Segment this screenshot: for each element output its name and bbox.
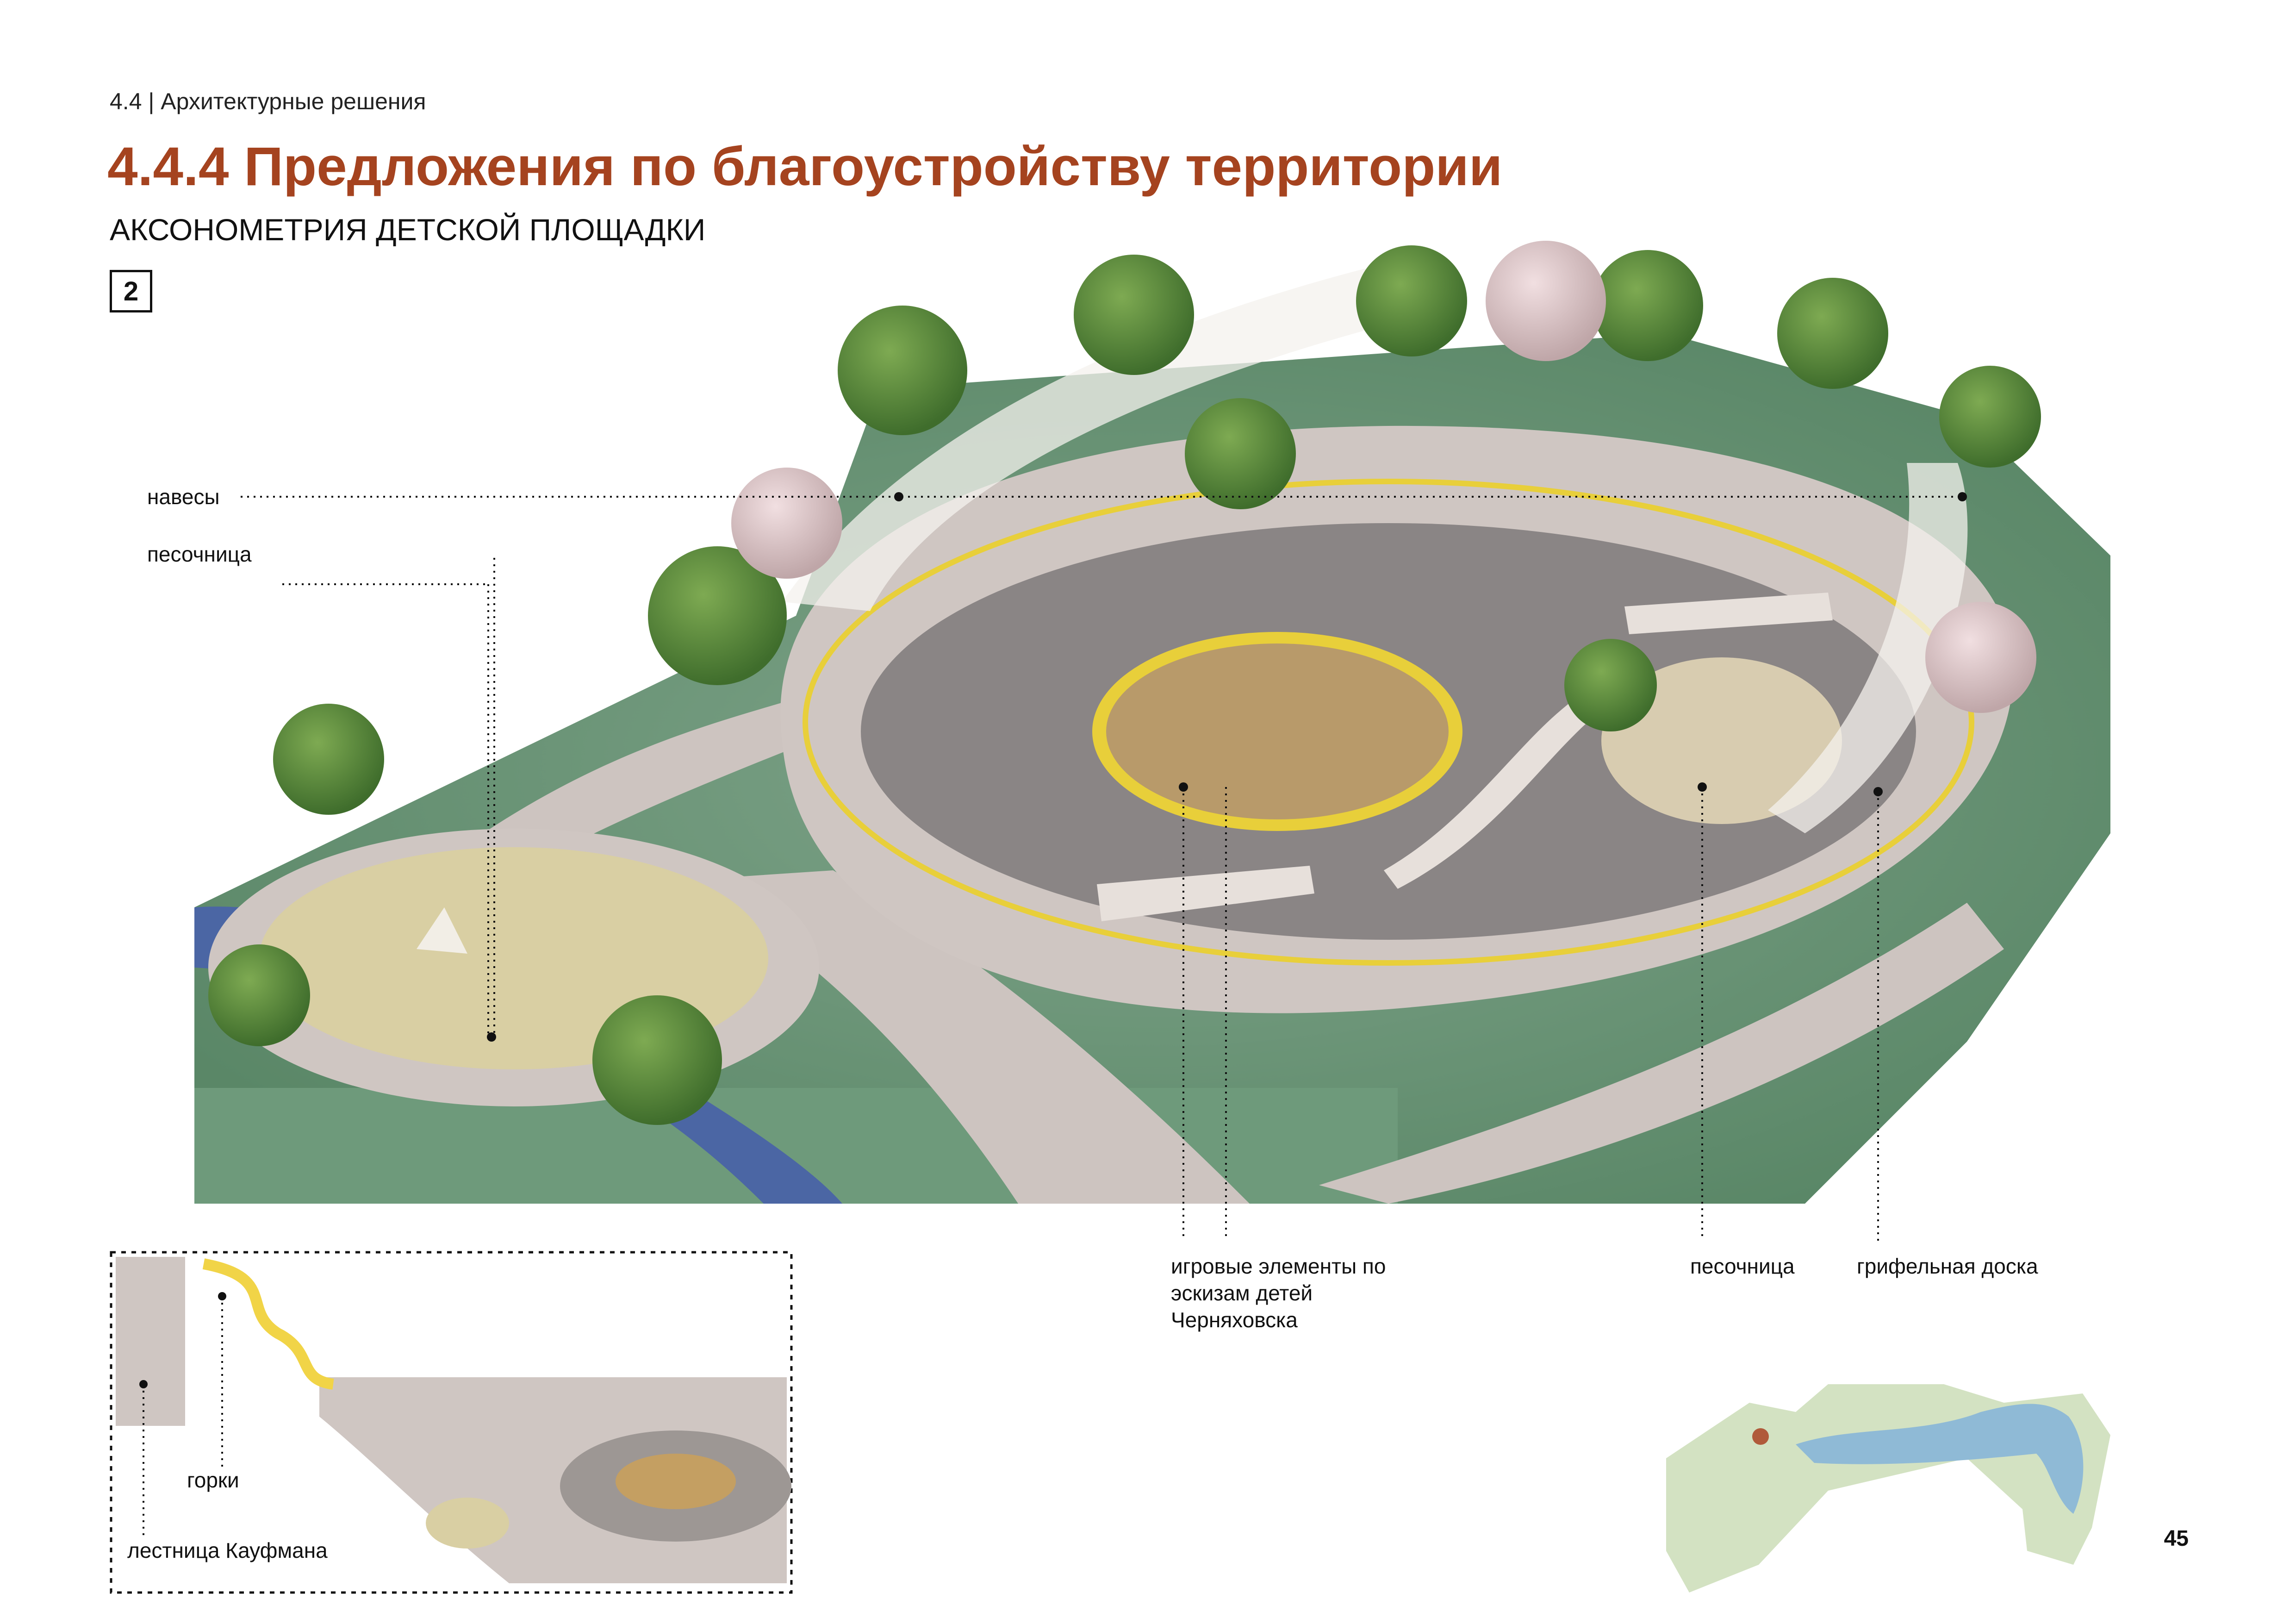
- view-number-badge: 2: [110, 270, 152, 312]
- page-title: 4.4.4 Предложения по благоустройству тер…: [107, 136, 1503, 197]
- inset-leaders: [143, 1296, 223, 1537]
- page-subtitle: АКСОНОМЕТРИЯ ДЕТСКОЙ ПЛОЩАДКИ: [110, 212, 706, 247]
- callout-sandbox-right: песочница: [1690, 1254, 1795, 1278]
- inset-plan: [110, 1251, 793, 1594]
- inset-label-kaufman-stairs: лестница Кауфмана: [127, 1538, 328, 1562]
- inset-label-slides: горки: [187, 1468, 239, 1492]
- page-number: 45: [2164, 1526, 2189, 1551]
- canopies: [782, 269, 1968, 833]
- section-breadcrumb: 4.4 | Архитектурные решения: [110, 88, 426, 114]
- callout-leaders: [241, 496, 1962, 1241]
- trees: [208, 241, 2041, 1125]
- locator-minimap: [1666, 1384, 2110, 1593]
- callout-canopies: навесы: [147, 485, 220, 509]
- callout-dots: [487, 492, 1967, 1042]
- callout-play-elements: игровые элементы по эскизам детей Чернях…: [1171, 1254, 1386, 1332]
- callout-sandbox-left: песочница: [147, 542, 252, 566]
- inset-dots: [139, 1292, 226, 1388]
- planters: [1097, 593, 1833, 921]
- callout-chalkboard: грифельная доска: [1857, 1254, 2038, 1278]
